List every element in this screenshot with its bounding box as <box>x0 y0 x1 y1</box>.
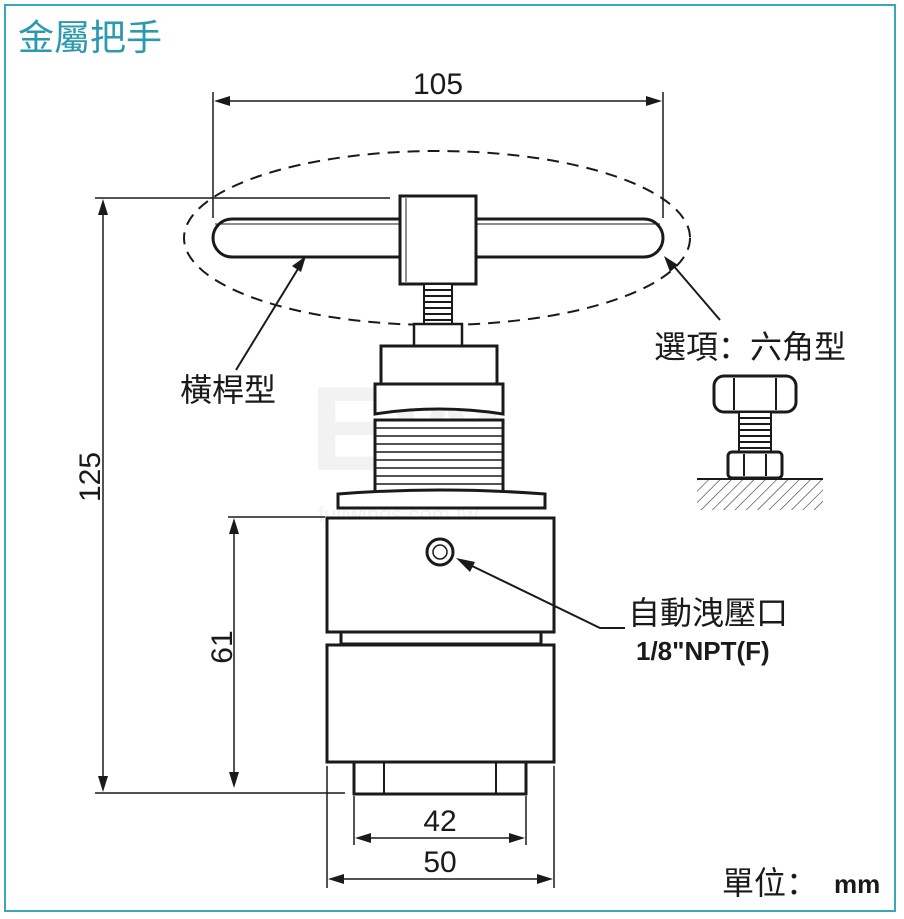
body-neck <box>339 630 543 646</box>
vent-port-spec-label: 1/8"NPT(F) <box>636 636 770 666</box>
dimension-total-height <box>95 197 390 794</box>
bottom-fitting <box>352 760 528 796</box>
bonnet-collar <box>373 382 505 416</box>
bonnet-thread <box>373 418 505 494</box>
threaded-stem <box>423 283 453 325</box>
t-handle-leader <box>235 256 306 371</box>
dimension-body-height-label: 61 <box>206 630 239 663</box>
page-title: 金屬把手 <box>18 18 162 59</box>
stem-nut <box>412 322 464 348</box>
vent-port-label: 自動洩壓口 <box>628 594 788 632</box>
units-label: 單位： <box>722 864 818 902</box>
body-lower <box>325 643 556 764</box>
option-leader <box>664 256 721 321</box>
dimension-outer-width <box>326 766 555 888</box>
dimension-handle-width-label: 105 <box>413 68 463 101</box>
bonnet-top <box>379 344 499 386</box>
dimension-handle-width <box>212 92 664 218</box>
body-upper <box>325 516 556 634</box>
handle-hub <box>398 194 478 286</box>
vent-port-leader <box>456 558 625 629</box>
option-label: 選項：六角型 <box>654 328 846 366</box>
dimension-outer-width-label: 50 <box>423 846 456 879</box>
hex-handle-illustration <box>697 374 823 510</box>
dimension-inner-width-label: 42 <box>423 805 456 838</box>
dimension-body-height <box>228 516 325 788</box>
flange <box>336 488 547 510</box>
page-frame <box>4 4 896 912</box>
dimension-total-height-label: 125 <box>74 452 107 502</box>
vent-port <box>425 537 455 567</box>
units-value: mm <box>834 869 880 899</box>
dimension-inner-width <box>353 796 527 845</box>
t-handle-label: 橫桿型 <box>180 371 276 409</box>
